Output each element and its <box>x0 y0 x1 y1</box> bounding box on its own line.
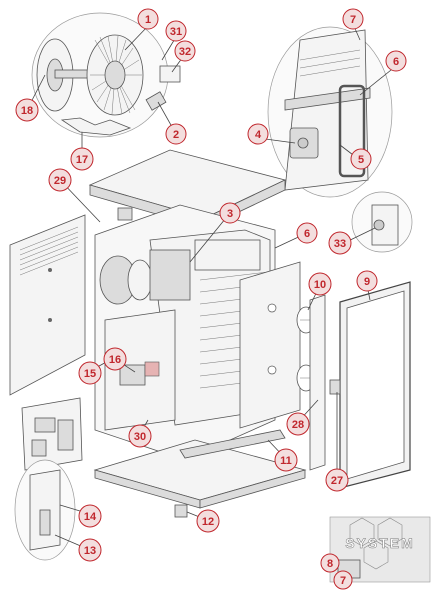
callout-10: 10 <box>308 272 332 296</box>
side-strip-detail-zoom <box>14 459 76 561</box>
callout-7-top-label: 7 <box>350 14 356 26</box>
callout-3: 3 <box>219 202 241 224</box>
callout-2-label: 2 <box>173 129 179 141</box>
callout-12: 12 <box>196 509 220 533</box>
callout-1: 1 <box>137 8 159 30</box>
callout-8: 8 <box>320 553 340 573</box>
foot-part <box>174 504 188 518</box>
callout-9: 9 <box>356 270 378 292</box>
callout-16-label: 16 <box>109 354 121 366</box>
callout-32: 32 <box>174 40 196 62</box>
fan-detail-zoom <box>31 12 181 138</box>
callout-2: 2 <box>165 123 187 145</box>
watermark-text: SYSTEM <box>345 535 415 551</box>
callout-16: 16 <box>103 347 127 371</box>
callout-30-label: 30 <box>134 431 146 443</box>
callout-11-label: 11 <box>280 455 292 467</box>
callout-13-label: 13 <box>84 545 96 557</box>
callout-12-label: 12 <box>202 516 214 528</box>
callout-29: 29 <box>48 168 72 192</box>
callout-18: 18 <box>15 98 39 122</box>
callout-7-top: 7 <box>342 8 364 30</box>
callout-5-label: 5 <box>358 154 364 166</box>
door-gasket-detail-zoom <box>267 26 393 198</box>
callout-11: 11 <box>274 448 298 472</box>
callout-6-top: 6 <box>385 50 407 72</box>
callout-6-mid: 6 <box>296 222 318 244</box>
callout-28: 28 <box>286 412 310 436</box>
watermark-hexagons <box>349 517 403 570</box>
control-board <box>21 397 83 471</box>
left-side-panel <box>9 214 86 396</box>
callout-30: 30 <box>128 424 152 448</box>
callout-3-label: 3 <box>227 208 233 220</box>
callout-7-bottom-label: 7 <box>340 575 346 587</box>
callout-17: 17 <box>70 147 94 171</box>
callout-4-label: 4 <box>255 129 262 141</box>
door-frame-strip <box>309 294 326 471</box>
hinge-detail-zoom: SYSTEM <box>329 516 431 583</box>
latch-detail-zoom <box>351 191 413 253</box>
callout-10-label: 10 <box>314 279 326 291</box>
callout-6-mid-label: 6 <box>304 228 310 240</box>
capacitor-part <box>159 65 181 83</box>
callout-7-bottom: 7 <box>333 570 353 590</box>
callout-13: 13 <box>78 538 102 562</box>
callout-28-label: 28 <box>292 419 304 431</box>
callout-9-label: 9 <box>364 276 370 288</box>
callout-32-label: 32 <box>179 46 191 58</box>
callout-bubbles: 1 31 32 7 6 18 2 17 <box>15 8 407 590</box>
callout-27: 27 <box>325 468 349 492</box>
callout-1-label: 1 <box>145 14 151 26</box>
callout-27-label: 27 <box>331 475 343 487</box>
door-handle-part <box>329 379 341 395</box>
base-tray <box>93 429 307 518</box>
callout-14-label: 14 <box>84 511 97 523</box>
callout-33-label: 33 <box>334 238 346 250</box>
outer-glass-door <box>329 281 411 489</box>
callout-6-top-label: 6 <box>393 56 399 68</box>
callout-17-label: 17 <box>76 154 88 166</box>
callout-15-label: 15 <box>84 368 96 380</box>
callout-5: 5 <box>350 148 372 170</box>
callout-29-label: 29 <box>54 175 66 187</box>
callout-31: 31 <box>165 20 187 42</box>
callout-14: 14 <box>78 504 102 528</box>
callout-18-label: 18 <box>21 105 33 117</box>
inner-door-panel <box>239 261 316 429</box>
callout-15: 15 <box>78 361 102 385</box>
callout-31-label: 31 <box>170 26 182 38</box>
callout-8-label: 8 <box>327 558 333 570</box>
callout-4: 4 <box>247 123 269 145</box>
callout-33: 33 <box>328 231 352 255</box>
